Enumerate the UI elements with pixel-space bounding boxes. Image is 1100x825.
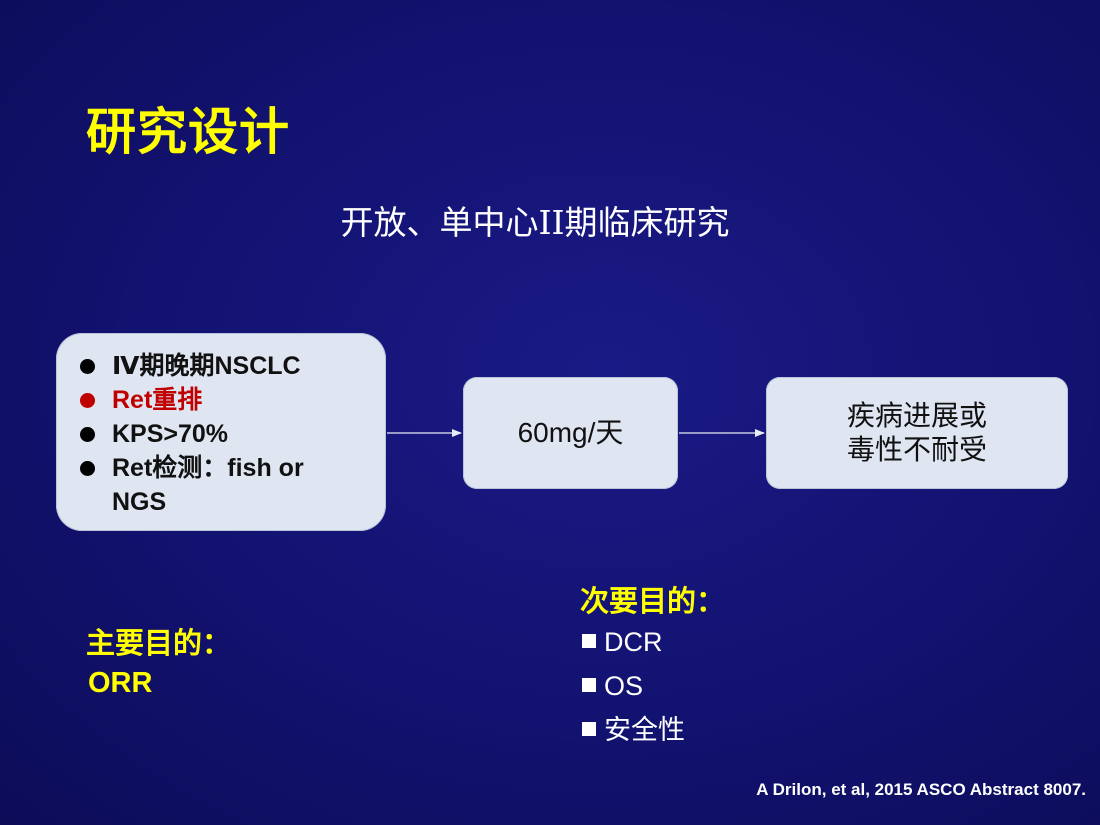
bullet-icon (80, 427, 95, 442)
criteria-item-kps: KPS>70% (78, 417, 362, 451)
secondary-objective-list: DCR OS 安全性 (582, 620, 685, 752)
bullet-icon (80, 359, 95, 374)
treatment-dose-label: 60mg/天 (517, 417, 624, 448)
criteria-item-label: Ⅳ期晚期NSCLC (112, 352, 301, 380)
criteria-item-ret-rearrangement: Ret重排 (78, 383, 362, 417)
square-bullet-icon (582, 678, 596, 692)
square-bullet-icon (582, 634, 596, 648)
secondary-item-label: DCR (604, 627, 663, 657)
citation: A Drilon, et al, 2015 ASCO Abstract 8007… (756, 780, 1086, 799)
criteria-item-label: Ret检测：fish or NGS (112, 454, 304, 516)
criteria-item-label: KPS>70% (112, 420, 229, 448)
endpoint-label: 疾病进展或 毒性不耐受 (766, 377, 1068, 489)
endpoint-line-1: 疾病进展或 (846, 400, 987, 431)
primary-objective-value: ORR (88, 667, 153, 699)
secondary-objective-heading: 次要目的： (580, 586, 726, 618)
square-bullet-icon (582, 722, 596, 736)
criteria-item-ret-testing: Ret检测：fish or NGS (78, 451, 362, 519)
bullet-icon (80, 461, 95, 476)
inclusion-criteria-list: Ⅳ期晚期NSCLC Ret重排 KPS>70% Ret检测：fish or NG… (56, 333, 386, 519)
inclusion-criteria-box: Ⅳ期晚期NSCLC Ret重排 KPS>70% Ret检测：fish or NG… (56, 333, 386, 531)
endpoint-line-2: 毒性不耐受 (846, 434, 987, 465)
secondary-item-dcr: DCR (582, 620, 685, 664)
secondary-item-os: OS (582, 664, 685, 708)
endpoint-box: 疾病进展或 毒性不耐受 (766, 377, 1068, 489)
primary-objective-heading: 主要目的： (86, 628, 232, 660)
treatment-dose-box: 60mg/天 (463, 377, 678, 489)
secondary-item-label: OS (604, 671, 644, 701)
secondary-item-label: 安全性 (604, 715, 685, 745)
page-title: 研究设计 (86, 104, 290, 160)
bullet-icon (80, 393, 95, 408)
study-design-subtitle: 开放、单中心II期临床研究 (340, 203, 730, 242)
secondary-item-safety: 安全性 (582, 708, 685, 752)
criteria-item-stage: Ⅳ期晚期NSCLC (78, 349, 362, 383)
criteria-item-label: Ret重排 (112, 386, 203, 414)
